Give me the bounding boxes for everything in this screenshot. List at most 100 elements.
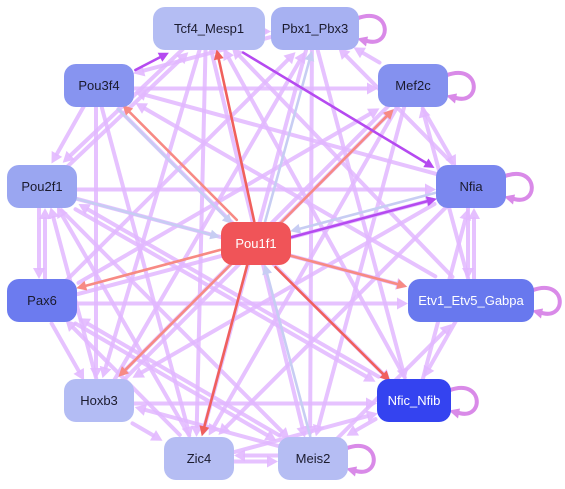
edge-hoxb3-to-pbx1 xyxy=(112,59,302,383)
node-mef2c[interactable]: Mef2c xyxy=(378,64,448,107)
edge-arrowhead xyxy=(346,425,359,436)
edge-pou1f1-to-pou3f4 xyxy=(128,110,239,222)
self-loop-nfia xyxy=(503,172,534,202)
edge-pou1f1-to-nfic xyxy=(274,265,385,376)
edge-pou1f1-to-nfia xyxy=(290,199,429,239)
self-loop-arrowhead xyxy=(532,308,543,319)
node-tcf4-mesp1[interactable]: Tcf4_Mesp1 xyxy=(153,7,265,50)
edge-arrowhead xyxy=(396,367,409,380)
edge-mef2c-to-zic4 xyxy=(212,103,401,428)
edge-pax6-to-hoxb3 xyxy=(49,321,81,373)
node-nfic-nfib[interactable]: Nfic_Nfib xyxy=(377,379,451,422)
edge-pou1f1-to-tcf4 xyxy=(217,57,256,223)
edge-arrowhead xyxy=(234,449,245,462)
edge-nfia-to-pou3f4 xyxy=(143,92,439,177)
edge-arrowhead xyxy=(262,264,272,276)
edge-arrowhead xyxy=(90,368,102,379)
edge-arrowhead xyxy=(190,425,203,437)
edge-arrowhead xyxy=(221,213,233,225)
edge-arrowhead xyxy=(199,425,210,437)
node-label: Pou1f1 xyxy=(235,236,277,251)
node-label: Nfic_Nfib xyxy=(387,393,441,408)
edge-arrowhead xyxy=(353,47,366,59)
edge-arrowhead xyxy=(290,223,302,234)
node-label: Etv1_Etv5_Gabpa xyxy=(418,293,524,308)
node-zic4[interactable]: Zic4 xyxy=(164,437,234,480)
edge-arrowhead xyxy=(423,158,435,168)
edge-zic4-to-pou2f1 xyxy=(60,214,192,438)
node-label: Pou2f1 xyxy=(21,179,63,194)
edge-arrowhead xyxy=(418,106,431,119)
self-loop-pbx1 xyxy=(356,14,387,44)
edge-arrowhead xyxy=(425,183,436,196)
self-loop-arrowhead xyxy=(346,466,357,477)
edge-arrowhead xyxy=(363,371,376,382)
edge-arrowhead xyxy=(304,50,315,62)
edge-arrowhead xyxy=(57,206,68,219)
edge-arrowhead xyxy=(367,108,380,120)
edge-nfia-to-zic4 xyxy=(224,203,450,430)
edge-hoxb3-to-zic4 xyxy=(130,421,155,438)
edge-arrowhead xyxy=(181,425,194,438)
edge-arrowhead xyxy=(383,109,394,120)
node-pou2f1[interactable]: Pou2f1 xyxy=(7,165,77,208)
edge-arrowhead xyxy=(231,47,244,60)
edge-arrowhead xyxy=(150,430,163,441)
edge-arrowhead xyxy=(208,423,220,436)
edge-arrowhead xyxy=(223,48,234,62)
node-pou3f4[interactable]: Pou3f4 xyxy=(64,64,134,107)
node-pax6[interactable]: Pax6 xyxy=(7,279,77,322)
edge-pou2f1-to-pou1f1 xyxy=(74,197,212,236)
edge-arrowhead xyxy=(99,365,112,379)
self-loop-arrowhead xyxy=(446,93,457,104)
edge-arrowhead xyxy=(379,370,391,382)
node-label: Meis2 xyxy=(295,451,331,466)
node-label: Nfia xyxy=(459,179,483,194)
edge-pbx1-to-meis2 xyxy=(308,47,314,428)
edge-pou1f1-to-zic4 xyxy=(203,262,249,428)
edge-arrowhead xyxy=(51,151,63,164)
edge-arrowhead xyxy=(439,324,452,337)
edge-arrowhead xyxy=(76,280,88,291)
edge-arrowhead xyxy=(39,208,51,219)
edge-arrowhead xyxy=(132,367,145,378)
node-label: Pbx1_Pbx3 xyxy=(281,21,349,36)
node-etv1-etv5-gabpa[interactable]: Etv1_Etv5_Gabpa xyxy=(408,279,534,322)
edge-nfic-to-pou2f1 xyxy=(86,207,381,379)
edge-arrowhead xyxy=(134,89,147,101)
node-meis2[interactable]: Meis2 xyxy=(278,437,348,480)
edge-pou1f1-to-mef2c xyxy=(278,114,389,226)
node-label: Mef2c xyxy=(395,78,431,93)
node-label: Zic4 xyxy=(186,451,212,466)
edge-pou3f4-to-zic4 xyxy=(99,105,190,430)
edge-etv1-to-tcf4 xyxy=(237,53,455,279)
node-pbx1-pbx3[interactable]: Pbx1_Pbx3 xyxy=(271,7,359,50)
edge-nfia-to-pou1f1 xyxy=(298,191,437,231)
edge-arrowhead xyxy=(267,455,278,468)
edge-arrowhead xyxy=(396,279,408,289)
edge-arrowhead xyxy=(367,82,378,95)
edge-etv1-to-pou3f4 xyxy=(143,106,438,279)
edge-nfia-to-hoxb3 xyxy=(140,202,437,375)
self-loop-nfic xyxy=(448,386,479,416)
edge-meis2-to-pax6 xyxy=(86,321,282,438)
self-loop-etv1 xyxy=(531,286,562,316)
edge-meis2-to-pou1f1 xyxy=(265,272,312,438)
node-pou1f1[interactable]: Pou1f1 xyxy=(221,222,291,265)
node-nfia[interactable]: Nfia xyxy=(436,165,506,208)
edge-arrowhead xyxy=(213,49,224,61)
edge-arrowhead xyxy=(425,196,437,207)
edge-nfia-to-pbx1 xyxy=(344,53,454,165)
edge-pou3f4-to-pou2f1 xyxy=(54,103,87,156)
edge-arrowhead xyxy=(47,207,60,220)
edge-pou2f1-to-nfic xyxy=(73,207,368,379)
edge-arrowhead xyxy=(365,410,378,422)
edge-arrowhead xyxy=(157,52,169,62)
edge-tcf4-to-nfia xyxy=(241,51,428,165)
node-hoxb3[interactable]: Hoxb3 xyxy=(64,379,134,422)
edge-pou1f1-to-etv1 xyxy=(288,254,399,286)
edge-pax6-to-pbx1 xyxy=(63,57,290,284)
edge-nfic-to-tcf4 xyxy=(226,56,407,380)
